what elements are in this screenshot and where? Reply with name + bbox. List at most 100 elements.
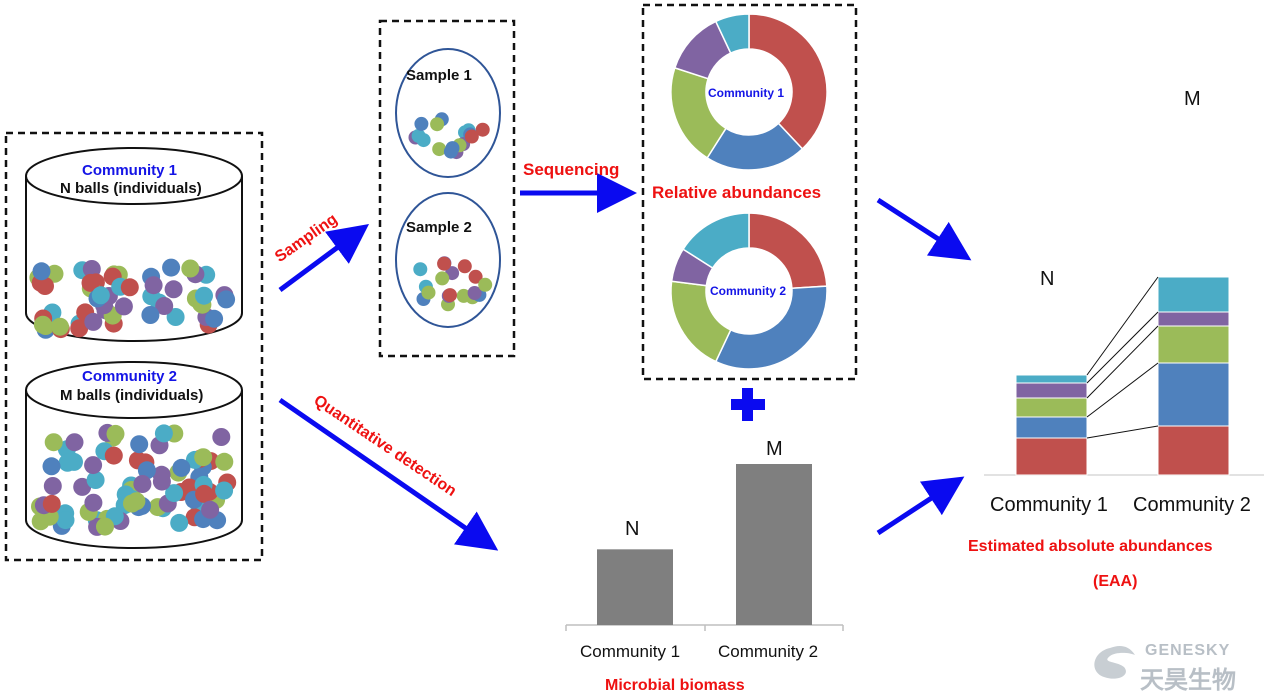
- ball: [81, 273, 100, 292]
- eaa-connector: [1086, 276, 1159, 376]
- community-1-balls: [29, 258, 236, 339]
- ball: [114, 297, 133, 316]
- sampling-arrow: [278, 224, 370, 293]
- ball: [58, 453, 77, 472]
- ball: [155, 297, 174, 315]
- biomass-category-2: Community 2: [718, 642, 819, 661]
- ball: [106, 424, 125, 443]
- ball: [464, 129, 479, 144]
- ball: [141, 306, 160, 324]
- eaa-segment-red-c2: [1157, 425, 1230, 476]
- sequencing-label: Sequencing: [523, 160, 620, 179]
- eaa-category-1: Community 1: [990, 494, 1108, 516]
- ball: [475, 122, 490, 137]
- logo-text-en: GENESKY: [1145, 642, 1231, 659]
- ball: [205, 309, 224, 328]
- ball: [120, 278, 139, 297]
- ball: [42, 457, 61, 476]
- donut-community-1: [670, 13, 828, 171]
- eaa-segment-blue-c2: [1157, 362, 1230, 427]
- ball: [130, 435, 149, 454]
- community-2-container: [25, 361, 243, 549]
- ball: [181, 259, 200, 278]
- biomass-bar-1-label: N: [625, 518, 640, 540]
- ball: [133, 475, 152, 493]
- quantitative-arrow: [278, 397, 499, 551]
- ball: [212, 428, 231, 446]
- donut-2-center-label: Community 2: [710, 284, 787, 298]
- ball: [437, 256, 452, 271]
- ball: [84, 312, 103, 331]
- ball: [42, 494, 61, 513]
- sample-1-label: Sample 1: [406, 67, 472, 84]
- ball: [430, 117, 445, 132]
- ball: [65, 433, 84, 452]
- plus-icon: [731, 388, 765, 421]
- ball: [43, 477, 62, 495]
- ball: [421, 285, 436, 300]
- community-1-title: Community 1: [82, 162, 178, 179]
- donut-slice-blue: [714, 285, 828, 370]
- eaa-category-2: Community 2: [1133, 494, 1251, 516]
- ball: [456, 288, 471, 303]
- ball: [91, 286, 110, 305]
- eaa-segment-green-c1: [1015, 397, 1088, 418]
- eaa-title-abbrev: (EAA): [1093, 573, 1138, 590]
- ball: [127, 492, 146, 511]
- ball: [137, 461, 156, 480]
- sample-2-label: Sample 2: [406, 219, 472, 236]
- eaa-bar-2-label: M: [1184, 88, 1201, 110]
- ball: [194, 448, 213, 467]
- biomass-bar-2-label: M: [766, 438, 783, 460]
- eaa-connector: [1086, 362, 1159, 418]
- eaa-chart: [984, 276, 1264, 476]
- donut-slice-cyan: [714, 13, 750, 55]
- ball: [84, 493, 103, 512]
- ball: [443, 288, 457, 303]
- ball: [443, 144, 458, 159]
- eaa-connector: [1086, 325, 1159, 399]
- ball: [414, 116, 429, 131]
- relative-abundance-frame: [641, 3, 858, 381]
- ball: [478, 277, 493, 292]
- ball: [104, 446, 123, 465]
- ball: [33, 315, 52, 334]
- ball: [217, 290, 236, 309]
- ball: [432, 142, 447, 157]
- ball: [152, 472, 171, 491]
- sample-1-balls: [408, 112, 490, 160]
- ball: [162, 258, 181, 277]
- ball: [32, 262, 51, 281]
- biomass-category-1: Community 1: [580, 642, 681, 661]
- ball: [51, 317, 69, 336]
- logo-text-cn: 天昊生物: [1140, 666, 1236, 694]
- ball: [73, 477, 92, 496]
- ball: [201, 500, 220, 519]
- eaa-segment-red-c1: [1015, 437, 1088, 476]
- ball: [154, 424, 173, 443]
- ball: [70, 319, 89, 338]
- eaa-segment-cyan-c2: [1157, 276, 1230, 313]
- to-eaa-arrow-bottom: [876, 476, 965, 536]
- biomass-bar-1: [597, 549, 673, 625]
- eaa-title: Estimated absolute abundances: [968, 538, 1213, 555]
- community-2-balls: [31, 423, 237, 536]
- sample-2-balls: [413, 256, 493, 312]
- genesky-logo-icon: [1094, 645, 1135, 679]
- ball: [467, 286, 482, 300]
- relative-abundances-title: Relative abundances: [652, 183, 822, 202]
- ball: [468, 269, 483, 284]
- ball: [165, 484, 184, 503]
- eaa-bar-1-label: N: [1040, 268, 1055, 290]
- ball: [144, 276, 163, 295]
- ball: [36, 277, 54, 295]
- ball: [195, 286, 213, 305]
- eaa-connector: [1086, 425, 1159, 439]
- ball: [411, 128, 426, 143]
- ball: [435, 271, 450, 286]
- eaa-segment-green-c2: [1157, 325, 1230, 364]
- ball: [172, 458, 191, 477]
- ball: [56, 511, 75, 530]
- eaa-segment-purple-c1: [1015, 382, 1088, 399]
